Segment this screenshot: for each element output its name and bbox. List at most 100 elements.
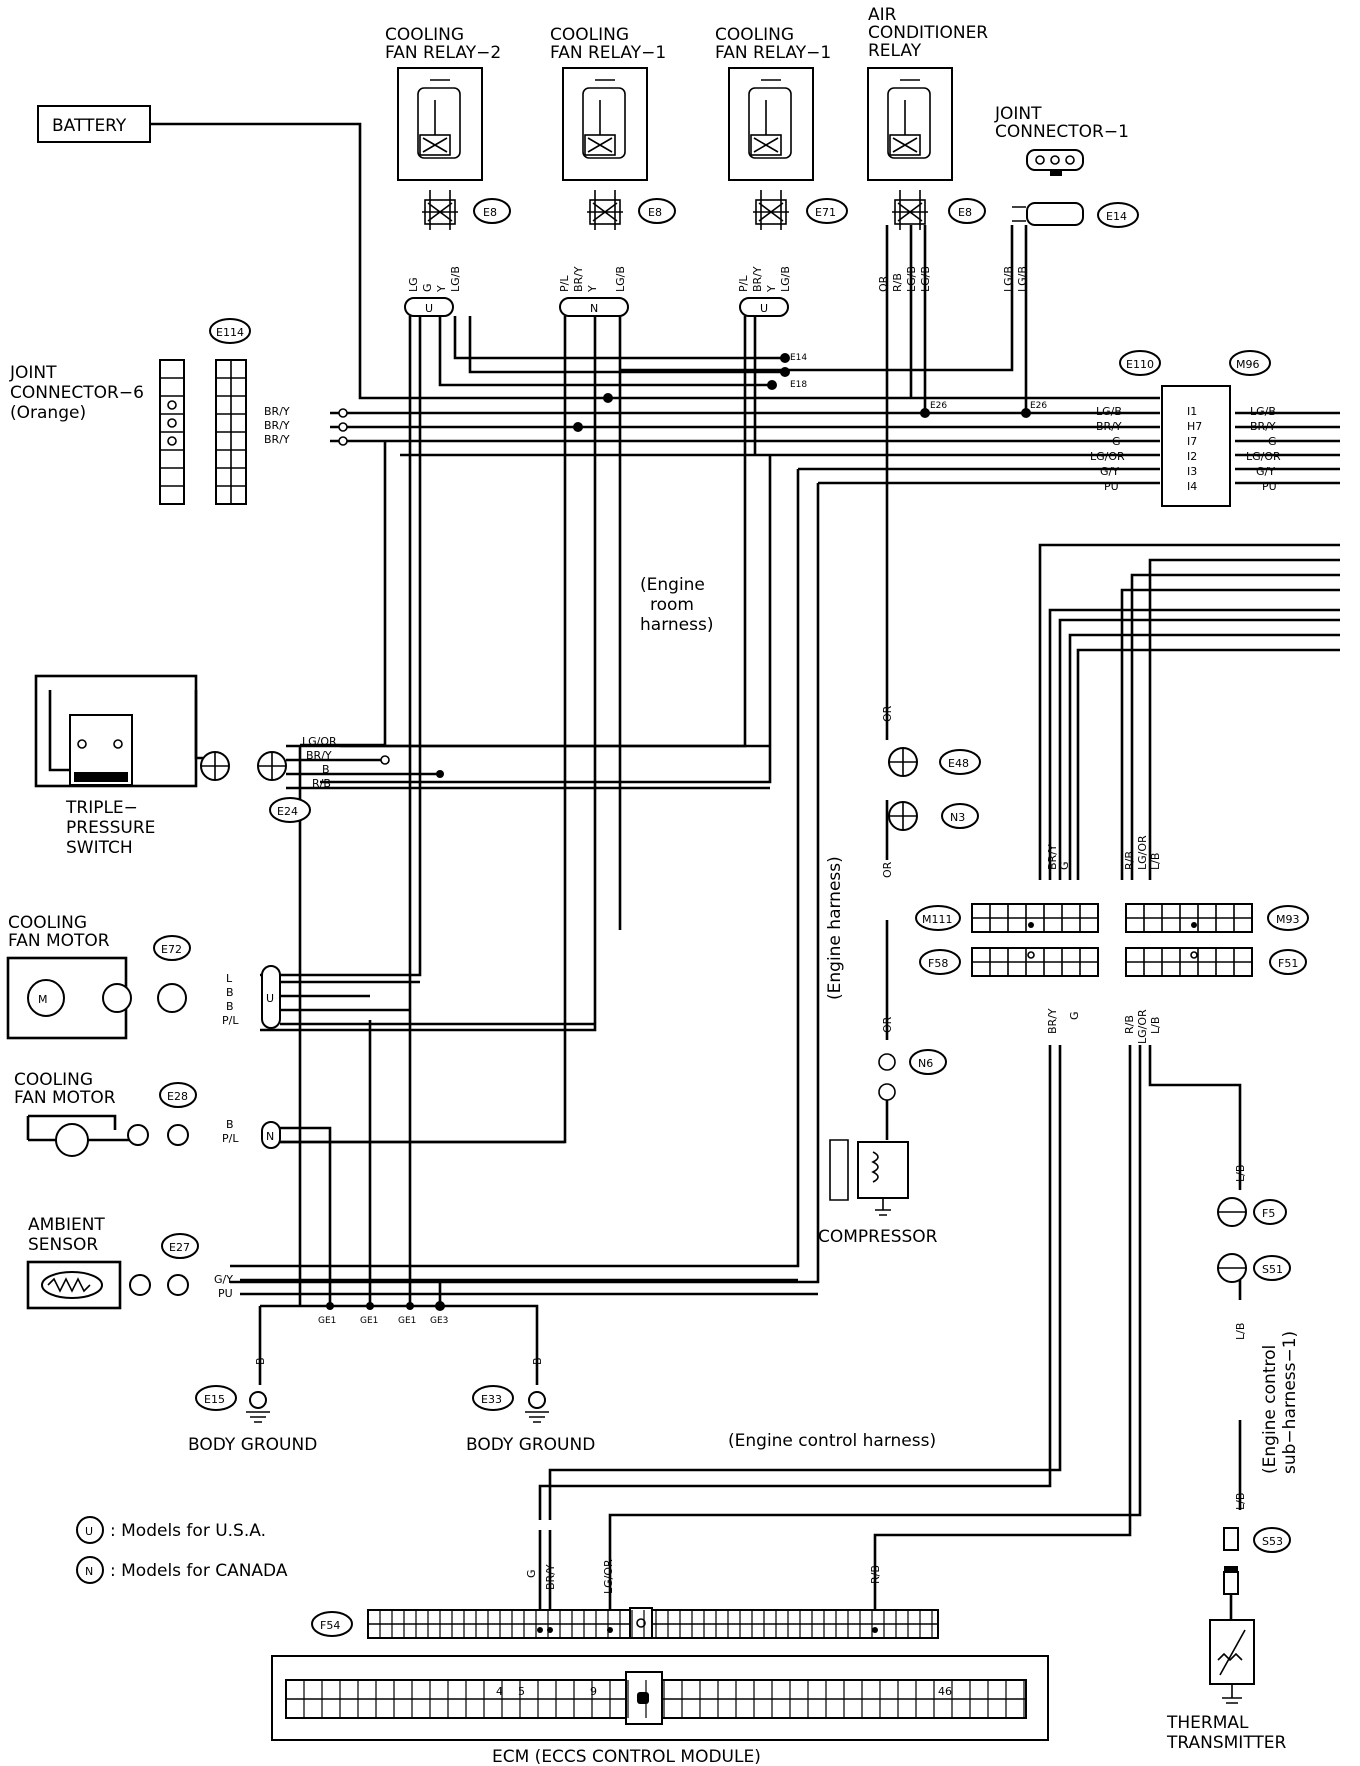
svg-text:AIR: AIR: [868, 5, 897, 25]
svg-text:LG/OR: LG/OR: [1136, 1009, 1149, 1044]
svg-text:TRIPLE−: TRIPLE−: [65, 798, 138, 818]
option-u-b: U: [739, 297, 789, 317]
svg-text:Y: Y: [586, 285, 599, 293]
ecm: 4 5 9 46 ECM (ECCS CONTROL MODULE): [271, 1655, 1049, 1766]
svg-text:(Engine control: (Engine control: [1260, 1345, 1280, 1474]
svg-text:JOINT: JOINT: [994, 104, 1042, 124]
svg-text:BODY GROUND: BODY GROUND: [466, 1435, 595, 1455]
ac-relay: AIR CONDITIONER RELAY: [867, 5, 988, 230]
svg-text:M: M: [38, 993, 48, 1006]
engine-control-harness-label: (Engine control harness): [728, 1431, 936, 1451]
svg-text:F5: F5: [1262, 1207, 1275, 1220]
svg-text:S51: S51: [1262, 1263, 1283, 1276]
svg-text:B: B: [531, 1357, 544, 1365]
svg-text:BR/Y: BR/Y: [1046, 844, 1059, 870]
connector-e8-b: E8: [638, 198, 676, 224]
svg-text:L/B: L/B: [1234, 1323, 1247, 1340]
sub-harness-label: (Engine control sub−harness−1): [1260, 1331, 1300, 1474]
svg-text:R/B: R/B: [1123, 1015, 1136, 1034]
svg-text:PRESSURE: PRESSURE: [66, 818, 155, 838]
connector-f5: F5: [1217, 1197, 1287, 1227]
svg-text:U: U: [425, 302, 433, 315]
option-u-c: U: [261, 965, 281, 1029]
engine-room-harness-label: (Engine room harness): [640, 575, 713, 635]
svg-text:B: B: [226, 1000, 234, 1013]
svg-text:GE1: GE1: [318, 1316, 336, 1326]
svg-text:E114: E114: [216, 326, 244, 339]
svg-text:FAN RELAY−1: FAN RELAY−1: [715, 43, 831, 63]
svg-text:L: L: [226, 972, 233, 985]
svg-text:F58: F58: [928, 957, 948, 970]
legend: U : Models for U.S.A. N : Models for CAN…: [76, 1516, 288, 1584]
svg-text:I4: I4: [1187, 480, 1197, 493]
svg-text:E28: E28: [167, 1090, 188, 1103]
svg-text:Y: Y: [435, 285, 448, 293]
svg-text:LG/B: LG/B: [449, 266, 462, 292]
svg-text:(Engine control harness): (Engine control harness): [728, 1431, 936, 1451]
svg-text:TRANSMITTER: TRANSMITTER: [1166, 1733, 1287, 1753]
body-ground-e33: B E33 BODY GROUND: [466, 1357, 595, 1455]
option-n-a: N: [559, 297, 629, 317]
svg-text:E72: E72: [161, 943, 182, 956]
svg-text:U: U: [760, 302, 768, 315]
svg-text:I7: I7: [1187, 435, 1197, 448]
svg-text:PU: PU: [218, 1287, 233, 1300]
svg-text:LG/B: LG/B: [1096, 405, 1122, 418]
svg-text:M96: M96: [1236, 358, 1260, 371]
cooling-fan-relay-1a: COOLING FAN RELAY−1: [550, 25, 666, 230]
svg-text:H7: H7: [1187, 420, 1202, 433]
svg-text:4: 4: [496, 1685, 503, 1698]
svg-text:F54: F54: [320, 1619, 340, 1632]
svg-text:BR/Y: BR/Y: [264, 433, 290, 446]
svg-text:E14: E14: [1106, 210, 1127, 223]
option-u-a: U: [404, 297, 454, 317]
svg-text:LG/OR: LG/OR: [1246, 450, 1281, 463]
svg-text:N: N: [85, 1565, 93, 1578]
connector-m111-f58: M111 F58: [915, 903, 1099, 977]
svg-text:LG/OR: LG/OR: [602, 1559, 615, 1594]
connector-n6: N6: [878, 1049, 947, 1101]
svg-text:LG/B: LG/B: [614, 266, 627, 292]
svg-text:(Engine harness): (Engine harness): [825, 856, 845, 1000]
svg-text:G/Y: G/Y: [1256, 465, 1275, 478]
svg-text:COOLING: COOLING: [715, 25, 794, 45]
svg-text:CONNECTOR−6: CONNECTOR−6: [10, 383, 144, 403]
svg-text:L/B: L/B: [1234, 1165, 1247, 1182]
svg-text:P/L: P/L: [737, 275, 750, 292]
svg-text:L/B: L/B: [1149, 853, 1162, 870]
svg-text:THERMAL: THERMAL: [1166, 1713, 1249, 1733]
connector-n3: N3: [888, 801, 979, 831]
svg-text:BATTERY: BATTERY: [52, 116, 127, 136]
cooling-fan-motor-2: COOLING FAN MOTOR E28: [14, 1070, 197, 1157]
svg-text:LG: LG: [407, 277, 420, 292]
svg-text:BR/Y: BR/Y: [264, 419, 290, 432]
svg-text:ECM (ECCS CONTROL MODULE): ECM (ECCS CONTROL MODULE): [492, 1747, 761, 1766]
svg-text:E48: E48: [948, 757, 969, 770]
connector-e71: E71: [806, 198, 848, 224]
f54-pin-grid: [379, 1610, 933, 1638]
svg-text:BR/Y: BR/Y: [1046, 1008, 1059, 1034]
svg-text:M93: M93: [1276, 913, 1300, 926]
svg-text:E110: E110: [1126, 358, 1154, 371]
svg-text:LG/B: LG/B: [779, 266, 792, 292]
thermal-transmitter: THERMAL TRANSMITTER: [1166, 1594, 1287, 1753]
svg-text:harness): harness): [640, 615, 713, 635]
svg-text:FAN RELAY−1: FAN RELAY−1: [550, 43, 666, 63]
svg-text:RELAY: RELAY: [868, 41, 922, 61]
svg-text:OR: OR: [881, 705, 894, 722]
svg-text:FAN RELAY−2: FAN RELAY−2: [385, 43, 501, 63]
cooling-fan-relay-2: COOLING FAN RELAY−2: [385, 25, 501, 230]
svg-text:(Engine: (Engine: [640, 575, 705, 595]
svg-text:F51: F51: [1278, 957, 1298, 970]
compressor: COMPRESSOR: [818, 1100, 938, 1247]
svg-text:E8: E8: [483, 206, 497, 219]
svg-text:G: G: [1058, 861, 1071, 870]
svg-text:GE1: GE1: [398, 1316, 416, 1326]
svg-text:46: 46: [938, 1685, 952, 1698]
svg-text:BR/Y: BR/Y: [572, 266, 585, 292]
connector-e8-a: E8: [473, 198, 511, 224]
ambient-sensor: AMBIENT SENSOR E27: [26, 1215, 199, 1310]
svg-text:P/L: P/L: [222, 1014, 239, 1027]
ecm-pin-grid: [303, 1680, 1025, 1718]
